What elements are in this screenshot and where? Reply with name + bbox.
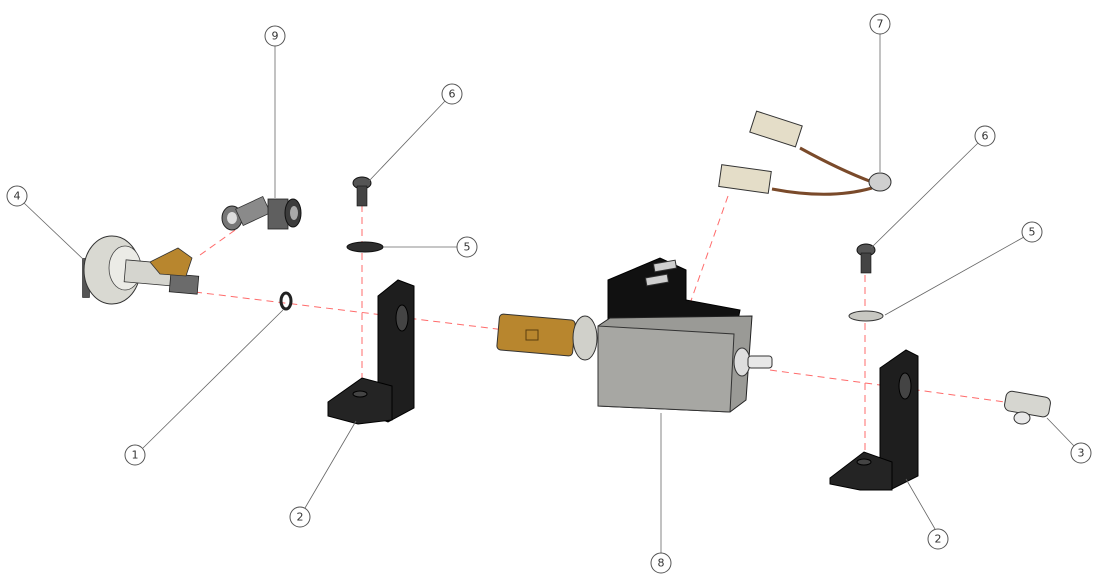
svg-text:1: 1 (132, 449, 139, 462)
axis-main-right (769, 369, 1006, 403)
svg-text:5: 5 (1029, 226, 1036, 239)
wire-harness-part (718, 110, 892, 196)
leader-lines (23, 34, 1075, 553)
washer-left-part (346, 241, 384, 253)
o-ring-part (279, 291, 293, 311)
callout-6-right: 6 (974, 125, 996, 147)
callout-5-left: 5 (456, 236, 478, 258)
svg-text:2: 2 (297, 511, 304, 524)
bracket-right-part (829, 349, 919, 491)
svg-text:2: 2 (935, 533, 942, 546)
outlet-fitting-part (1004, 390, 1051, 425)
svg-text:6: 6 (982, 130, 989, 143)
assembly-axes (194, 195, 1006, 460)
screw-left-part (352, 176, 372, 207)
axis-connector (686, 195, 729, 313)
callout-bubbles: 1 2 3 4 5 6 7 6 5 2 8 9 (6, 13, 1092, 574)
callout-2-left: 2 (289, 506, 311, 528)
svg-text:6: 6 (449, 88, 456, 101)
screw-right-part (856, 243, 876, 274)
axis-main-left (194, 291, 506, 331)
callout-3: 3 (1070, 442, 1092, 464)
svg-text:8: 8 (658, 557, 665, 570)
svg-text:3: 3 (1078, 447, 1085, 460)
pump-part (496, 257, 773, 413)
pressure-valve-part (82, 235, 200, 305)
washer-right-part (848, 310, 884, 322)
callout-4: 4 (6, 185, 28, 207)
svg-text:7: 7 (877, 18, 884, 31)
callout-2-right: 2 (927, 528, 949, 550)
elbow-fitting-part (221, 195, 302, 231)
callout-9: 9 (264, 25, 286, 47)
callout-7: 7 (869, 13, 891, 35)
callout-8: 8 (650, 552, 672, 574)
svg-text:4: 4 (14, 190, 21, 203)
callout-1: 1 (124, 444, 146, 466)
svg-text:5: 5 (464, 241, 471, 254)
svg-text:9: 9 (272, 30, 279, 43)
axis-elbow (199, 227, 239, 256)
callout-6-left: 6 (441, 83, 463, 105)
bracket-left-part (327, 279, 415, 425)
callout-5-right: 5 (1021, 221, 1043, 243)
